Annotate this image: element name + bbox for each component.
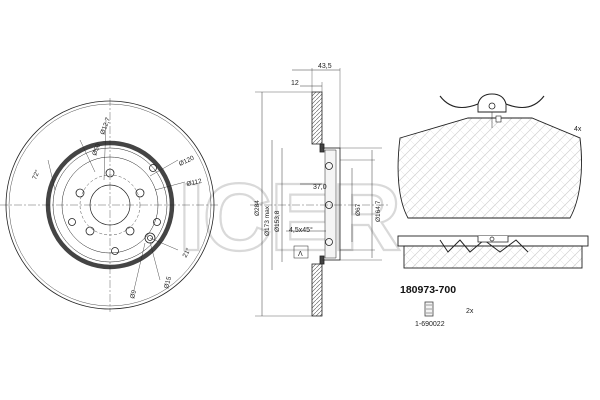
label-thickness-12: 12 [291,80,299,87]
center-bore [89,184,131,226]
brake-pad-front [397,93,582,219]
label-arrow-mark: Λ [298,251,303,258]
kit-part-number: 180973-700 [400,284,456,296]
spring-reference: 1-690022 [415,321,445,328]
pad-outline [397,117,582,219]
friction-ring-lower [311,263,323,317]
surface-mark-box [293,245,309,259]
brake-pad-side [397,235,589,269]
label-diameter-164: Ø164,7 [375,200,382,222]
label-diameter-67: Ø67 [355,203,362,216]
label-chamfer: 4,5x45° [289,226,313,234]
label-diameter-284: Ø284 [254,200,261,216]
spring-quantity: 2x [466,308,474,315]
pad-spring-side [439,239,529,253]
watermark-logo: ICER [178,164,400,271]
bolt-hole [125,226,135,236]
disc-section-view [250,68,390,317]
pad-friction-material [403,245,583,269]
bolt-hole [75,188,85,198]
friction-ring-upper [311,91,323,145]
label-offset-37: 37,0 [313,184,327,191]
disc-front-view [0,98,218,312]
label-bolt-circle: Ø50 [91,142,102,156]
label-hole-9: Ø9 [129,289,138,300]
label-inner-112: Ø112 [186,178,203,188]
pad-spring-clip [439,93,545,109]
label-overall-width: 43,5 [318,63,332,70]
pad-quantity: 4x [574,126,582,133]
bolt-hole [85,226,95,236]
label-hole-15: Ø15 [163,275,173,289]
spring-clip-icon [424,301,434,317]
set-screw-hole [144,232,156,244]
label-diameter-153: Ø153,8 [274,210,281,232]
label-diameter-173: Ø173 max [264,205,271,236]
label-angle-21: 21° [181,246,193,259]
bolt-hole [135,188,145,198]
label-angle-72: 72° [30,168,41,180]
